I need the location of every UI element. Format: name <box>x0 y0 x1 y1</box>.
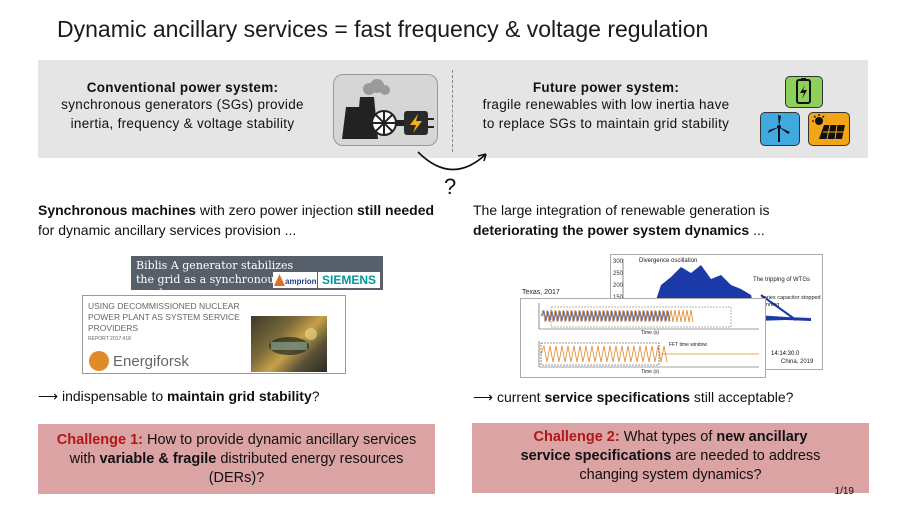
texas-label: Texas, 2017 <box>522 289 560 296</box>
left-intro-bold-2: still needed <box>357 202 435 218</box>
right-conclusion-text: current <box>493 389 545 405</box>
page-number: 1/19 <box>834 486 854 497</box>
chart-xlabel-bottom: Time (s) <box>641 369 660 375</box>
challenge-1-box: Challenge 1: How to provide dynamic anci… <box>38 424 435 494</box>
left-conclusion-bold: maintain grid stability <box>167 388 312 404</box>
texas-oscillation-chart: FFT time window Time (s) Time (s) <box>520 298 766 378</box>
left-conclusion-end: ? <box>311 388 320 404</box>
report-title: USING DECOMMISSIONED NUCLEAR POWER PLANT… <box>88 301 240 333</box>
transition-arrow-icon <box>417 151 487 171</box>
annotation-series-capacitor: series capacitor stopped running <box>761 295 821 308</box>
right-intro-text-2: ... <box>749 222 765 238</box>
svg-text:250: 250 <box>613 271 624 277</box>
annotation-tripping: The tripping of WTGs <box>753 277 811 283</box>
report-number: REPORT 2017:418 <box>88 336 131 342</box>
svg-text:14:14:30.0: 14:14:30.0 <box>771 351 800 357</box>
generator-photo <box>251 316 327 372</box>
left-intro-text-2: for dynamic ancillary services provision… <box>38 222 297 238</box>
report-brand: Energiforsk <box>113 353 189 370</box>
challenge-1-label: Challenge 1: <box>56 432 144 448</box>
future-system-block: Future power system: fragile renewables … <box>466 80 746 133</box>
left-intro-bold-1: Synchronous machines <box>38 202 196 218</box>
battery-icon <box>785 76 823 108</box>
future-line-2: to replace SGs to maintain grid stabilit… <box>482 116 730 131</box>
news-headline: Biblis A generator stabilizes the grid a… <box>136 259 294 300</box>
comparison-banner <box>38 60 868 158</box>
left-intro-text-1: with zero power injection <box>195 202 358 218</box>
banner-divider <box>452 70 453 152</box>
solar-panel-icon <box>808 112 850 146</box>
power-plant-icon <box>342 79 434 139</box>
svg-text:300: 300 <box>613 259 624 265</box>
energiforsk-report-card: USING DECOMMISSIONED NUCLEAR POWER PLANT… <box>82 295 346 374</box>
right-conclusion-end: still acceptable? <box>689 389 794 405</box>
future-heading: Future power system: <box>532 80 680 95</box>
left-conclusion: ⟶ indispensable to maintain grid stabili… <box>38 388 320 405</box>
annotation-fft: FFT time window <box>669 342 707 348</box>
left-conclusion-text: indispensable to <box>58 388 168 404</box>
challenge-2-label: Challenge 2: <box>533 429 620 445</box>
conventional-line-1: synchronous generators (SGs) provide <box>61 97 304 112</box>
svg-text:200: 200 <box>613 283 624 289</box>
left-arrow-icon: ⟶ <box>38 388 59 404</box>
right-intro-bold: deteriorating the power system dynamics <box>473 222 750 238</box>
challenge-2-bold: new ancillary service specifications <box>520 429 808 464</box>
challenge-1-text-2: distributed energy resources (DERs)? <box>208 451 404 486</box>
power-plant-illustration <box>333 74 438 146</box>
right-conclusion: ⟶ current service specifications still a… <box>473 389 793 406</box>
turbine-icon <box>371 110 397 136</box>
right-intro-paragraph: The large integration of renewable gener… <box>473 200 853 240</box>
future-line-1: fragile renewables with low inertia have <box>482 97 730 112</box>
challenge-2-text-2: are needed to address changing system dy… <box>579 448 821 483</box>
challenge-1-bold: variable & fragile <box>99 451 217 467</box>
challenge-1-text-1: How to provide dynamic ancillary service… <box>69 432 417 467</box>
conventional-heading: Conventional power system: <box>86 80 279 95</box>
challenge-2-text-1: What types of <box>619 429 717 445</box>
conventional-system-block: Conventional power system: synchronous g… <box>40 80 325 133</box>
amprion-logo: amprion <box>273 272 317 288</box>
china-label: China, 2019 <box>781 359 814 365</box>
right-intro-text-1: The large integration of renewable gener… <box>473 202 770 218</box>
siemens-logo: SIEMENS <box>318 272 380 288</box>
question-mark: ? <box>444 174 457 199</box>
right-arrow-icon: ⟶ <box>473 389 494 405</box>
wind-turbine-icon <box>760 112 800 146</box>
annotation-divergence: Divergence oscillation <box>639 258 698 264</box>
left-intro-paragraph: Synchronous machines with zero power inj… <box>38 200 438 240</box>
right-conclusion-bold: service specifications <box>544 389 690 405</box>
challenge-2-box: Challenge 2: What types of new ancillary… <box>472 423 869 493</box>
lightning-icon <box>410 114 422 133</box>
chart-xlabel-top: Time (s) <box>641 330 660 336</box>
amprion-logo-text: amprion <box>285 277 317 286</box>
energiforsk-logo-icon <box>89 351 109 371</box>
conventional-line-2: inertia, frequency & voltage stability <box>70 116 295 131</box>
slide-title: Dynamic ancillary services = fast freque… <box>57 16 709 42</box>
